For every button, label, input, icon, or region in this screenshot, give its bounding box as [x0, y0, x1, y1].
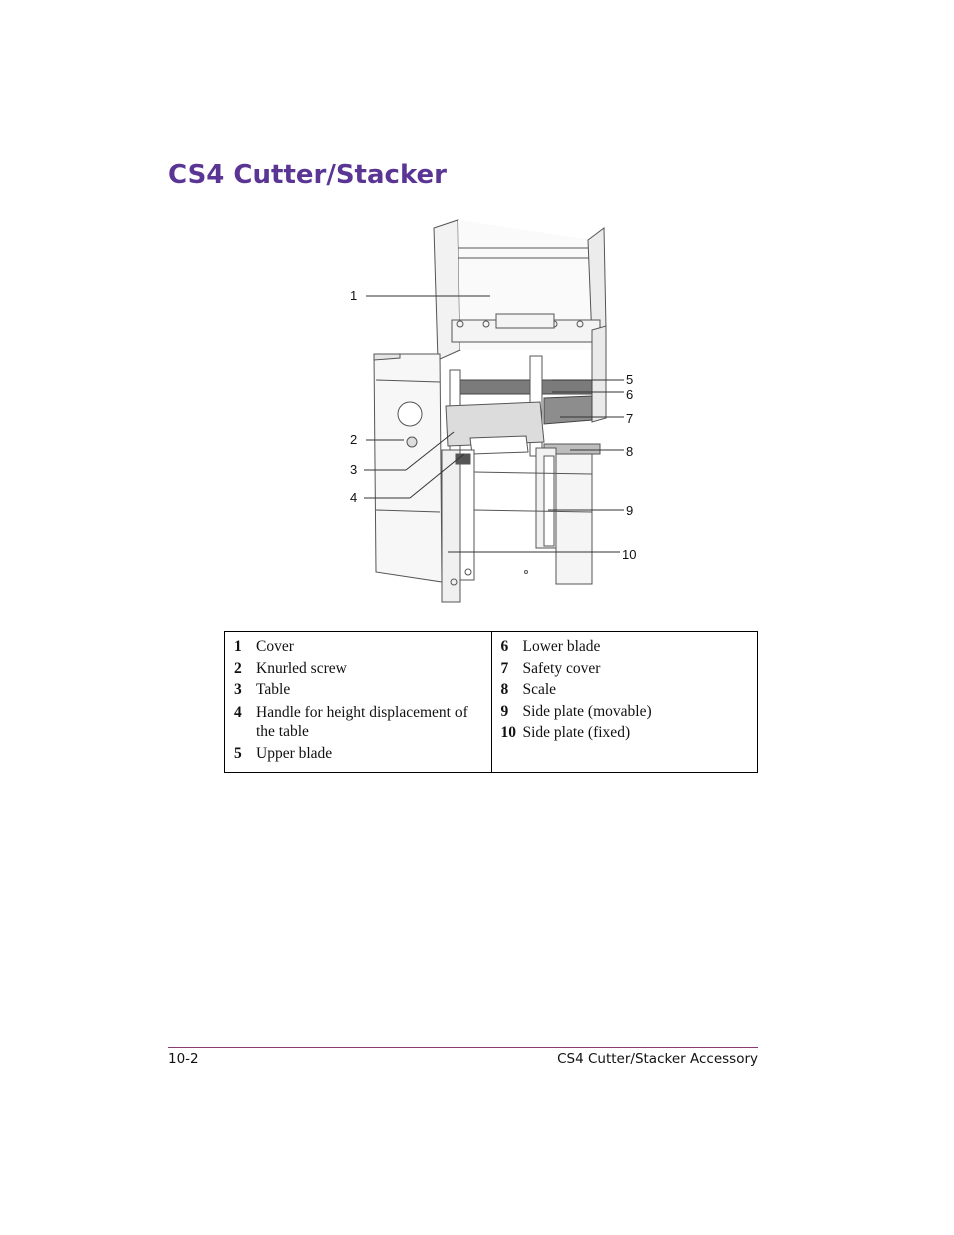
callout-8: 8	[626, 444, 634, 459]
legend-item: 4 Handle for height displacement of the …	[234, 701, 483, 743]
legend-item: 3 Table	[234, 679, 483, 701]
callout-3: 3	[350, 462, 358, 477]
legend-column-right: 6 Lower blade 7 Safety cover 8 Scale 9 S…	[490, 631, 758, 773]
callout-6: 6	[626, 387, 634, 402]
legend-text: Scale	[522, 681, 557, 698]
legend-number: 6	[500, 638, 509, 655]
legend-number: 1	[234, 638, 242, 655]
legend-text: Lower blade	[522, 638, 601, 655]
callout-1: 1	[350, 288, 358, 303]
legend-number: 8	[500, 681, 509, 698]
legend-text: Knurled screw	[256, 659, 347, 677]
footer-divider	[168, 1047, 758, 1048]
legend-text: Side plate (fixed)	[522, 724, 631, 741]
callout-7: 7	[626, 411, 634, 426]
legend-text: Table	[256, 681, 291, 698]
legend-text: Safety cover	[522, 659, 601, 677]
legend-item: 1 Cover	[234, 636, 483, 658]
callout-10: 10	[622, 547, 637, 562]
callout-4: 4	[350, 490, 358, 505]
legend-item: 10 Side plate (fixed)	[501, 722, 750, 744]
legend-text: Upper blade	[256, 744, 333, 762]
footer-section-title: CS4 Cutter/Stacker Accessory	[557, 1051, 758, 1067]
cutter-stacker-illustration: 1 2 3 4 5 6 7 8 9 10	[330, 210, 650, 610]
legend-text: Handle for height displacement of the ta…	[256, 703, 468, 740]
legend-item: 8 Scale	[501, 679, 750, 701]
legend-number: 4	[234, 703, 242, 721]
legend-item: 7 Safety cover	[501, 658, 750, 680]
legend-number: 9	[500, 702, 509, 720]
legend-item: 2 Knurled screw	[234, 658, 483, 680]
page-title: CS4 Cutter/Stacker	[168, 160, 447, 190]
parts-legend-table: 1 Cover 2 Knurled screw 3 Table 4 Handle…	[224, 631, 758, 773]
legend-item: 5 Upper blade	[234, 743, 483, 765]
legend-number: 2	[234, 659, 242, 677]
legend-item: 9 Side plate (movable)	[501, 701, 750, 723]
legend-text: Cover	[256, 638, 294, 655]
callout-5: 5	[626, 372, 634, 387]
footer-page-number: 10-2	[168, 1051, 199, 1067]
legend-column-left: 1 Cover 2 Knurled screw 3 Table 4 Handle…	[225, 632, 492, 773]
legend-number: 3	[234, 681, 242, 698]
legend-text: Side plate (movable)	[522, 702, 652, 720]
legend-item: 6 Lower blade	[501, 636, 750, 658]
legend-number: 10	[500, 724, 517, 741]
device-drawing	[364, 219, 624, 603]
callout-9: 9	[626, 503, 634, 518]
legend-number: 5	[234, 744, 242, 762]
legend-number: 7	[500, 659, 509, 677]
callout-2: 2	[350, 432, 358, 447]
